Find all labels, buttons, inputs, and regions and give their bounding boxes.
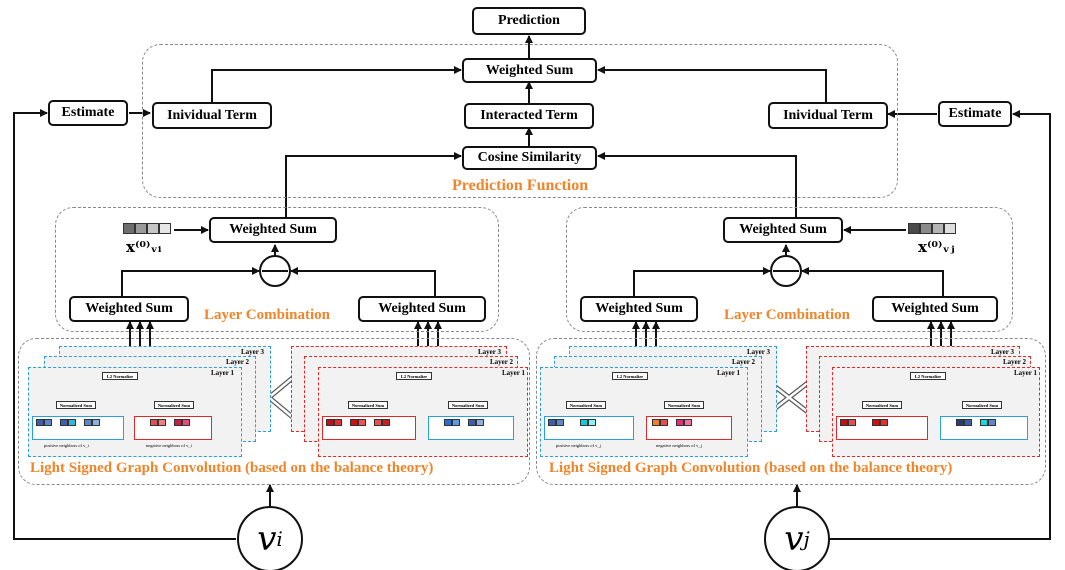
- prediction-function-region: [142, 44, 898, 198]
- cosine-similarity-box: Cosine Similarity: [462, 146, 597, 170]
- lsgc-right-label: Light Signed Graph Convolution (based on…: [549, 460, 953, 476]
- left-blue-posvecs: [36, 419, 100, 426]
- embedding-label-i: x⁽⁰⁾ᵥᵢ: [126, 238, 162, 256]
- left-red-normsum-pos: Normalized Sum: [348, 401, 388, 409]
- left-red-negvecs: [444, 419, 484, 426]
- prediction-box: Prediction: [472, 7, 586, 35]
- right-red-layer2-label: Layer 2: [1003, 358, 1027, 366]
- left-red-l2-normalize: L2 Normalize: [396, 372, 432, 380]
- right-blue-posvecs: [548, 419, 596, 426]
- estimate-left-box: Estimate: [48, 100, 128, 126]
- left-neg-neighbors-label: negative neighbors of v_i: [146, 443, 192, 448]
- left-red-posvecs: [326, 419, 390, 426]
- layer-combination-right-label: Layer Combination: [724, 307, 850, 323]
- left-red-normsum-neg: Normalized Sum: [448, 401, 488, 409]
- right-blue-normsum-neg: Normalized Sum: [664, 401, 704, 409]
- right-blue-normsum-pos: Normalized Sum: [566, 401, 606, 409]
- left-blue-layer1-label: Layer 1: [211, 369, 235, 377]
- left-blue-layer1: [28, 367, 242, 457]
- top-weighted-sum-box: Weighted Sum: [462, 58, 597, 83]
- interacted-term-box: Interacted Term: [464, 103, 594, 129]
- right-blue-layer3-label: Layer 3: [747, 348, 771, 356]
- left-weighted-sum-neg: Weighted Sum: [358, 296, 486, 322]
- left-red-layer1-label: Layer 1: [502, 369, 526, 377]
- right-neg-neighbors-label: negative neighbors of v_j: [656, 443, 702, 448]
- right-blue-layer2-label: Layer 2: [732, 358, 756, 366]
- right-weighted-sum-pos: Weighted Sum: [580, 296, 698, 322]
- left-blue-normsum-pos: Normalized Sum: [56, 401, 96, 409]
- layer-combination-left-label: Layer Combination: [204, 307, 330, 323]
- right-red-layer1: [832, 367, 1040, 457]
- left-blue-negvecs: [150, 419, 190, 426]
- left-blue-l2-normalize: L2 Normalize: [102, 372, 138, 380]
- right-blue-layer1-label: Layer 1: [717, 369, 741, 377]
- embedding-label-j: x⁽⁰⁾ᵥⱼ: [918, 238, 955, 256]
- left-red-layer1: [318, 367, 528, 457]
- left-weighted-sum-top: Weighted Sum: [209, 217, 337, 243]
- left-weighted-sum-pos: Weighted Sum: [69, 296, 189, 322]
- right-weighted-sum-neg: Weighted Sum: [872, 296, 998, 322]
- lsgc-left-label: Light Signed Graph Convolution (based on…: [30, 460, 434, 476]
- individual-term-left-box: Inividual Term: [152, 102, 272, 129]
- right-red-normsum-neg: Normalized Sum: [962, 401, 1002, 409]
- left-blue-normsum-neg: Normalized Sum: [154, 401, 194, 409]
- right-red-layer3-label: Layer 3: [991, 348, 1015, 356]
- estimate-right-box: Estimate: [938, 101, 1012, 127]
- lsgc-left-region: [18, 338, 530, 485]
- right-pos-neighbors-label: positive neighbors of v_j: [556, 443, 601, 448]
- left-red-layer2-label: Layer 2: [490, 358, 514, 366]
- layer-combination-right-region: [566, 207, 1013, 332]
- right-red-posvecs: [840, 419, 888, 426]
- lsgc-right-region: [536, 338, 1046, 485]
- right-blue-negvecs: [652, 419, 692, 426]
- left-red-layer3-label: Layer 3: [478, 348, 502, 356]
- right-red-l2-normalize: L2 Normalize: [910, 372, 946, 380]
- embedding-vector-i: [123, 223, 171, 234]
- right-weighted-sum-top: Weighted Sum: [723, 217, 843, 243]
- right-red-negvecs: [956, 419, 996, 426]
- left-red-neggroup: [428, 416, 514, 440]
- embedding-vector-j: [908, 223, 956, 234]
- prediction-function-label: Prediction Function: [452, 177, 589, 194]
- left-pos-neighbors-label: positive neighbors of v_i: [44, 443, 89, 448]
- right-red-layer1-label: Layer 1: [1014, 369, 1038, 377]
- layer-combination-left-region: [55, 207, 499, 332]
- individual-term-right-box: Inividual Term: [768, 102, 888, 129]
- right-red-normsum-pos: Normalized Sum: [862, 401, 902, 409]
- left-blue-layer3-label: Layer 3: [241, 348, 265, 356]
- right-blue-l2-normalize: L2 Normalize: [612, 372, 648, 380]
- left-blue-layer2-label: Layer 2: [226, 358, 250, 366]
- right-blue-layer1: [540, 367, 748, 457]
